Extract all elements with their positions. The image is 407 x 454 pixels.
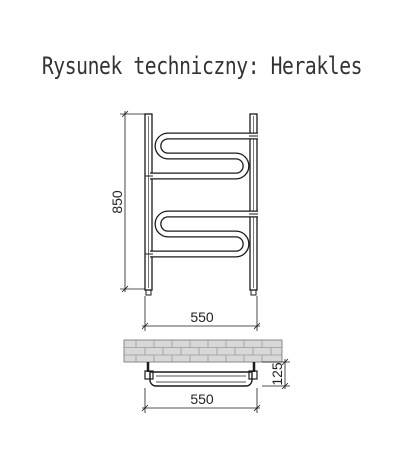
- top-width-dimension: [141, 388, 261, 413]
- depth-label: 125: [269, 362, 285, 386]
- top-width-label: 550: [190, 391, 214, 407]
- wall-section: [123, 339, 283, 363]
- height-dimension: [120, 110, 145, 293]
- front-width-label: 550: [190, 309, 214, 325]
- serpentine-tube-lower: [150, 210, 258, 258]
- depth-dimension: [262, 358, 290, 390]
- front-view: [144, 113, 258, 296]
- front-width-dimension: [141, 296, 261, 331]
- serpentine-tube-upper: [150, 132, 258, 180]
- top-view: [144, 362, 258, 387]
- drawing-title: Rysunek techniczny: Herakles: [41, 52, 363, 80]
- height-label: 850: [109, 190, 125, 214]
